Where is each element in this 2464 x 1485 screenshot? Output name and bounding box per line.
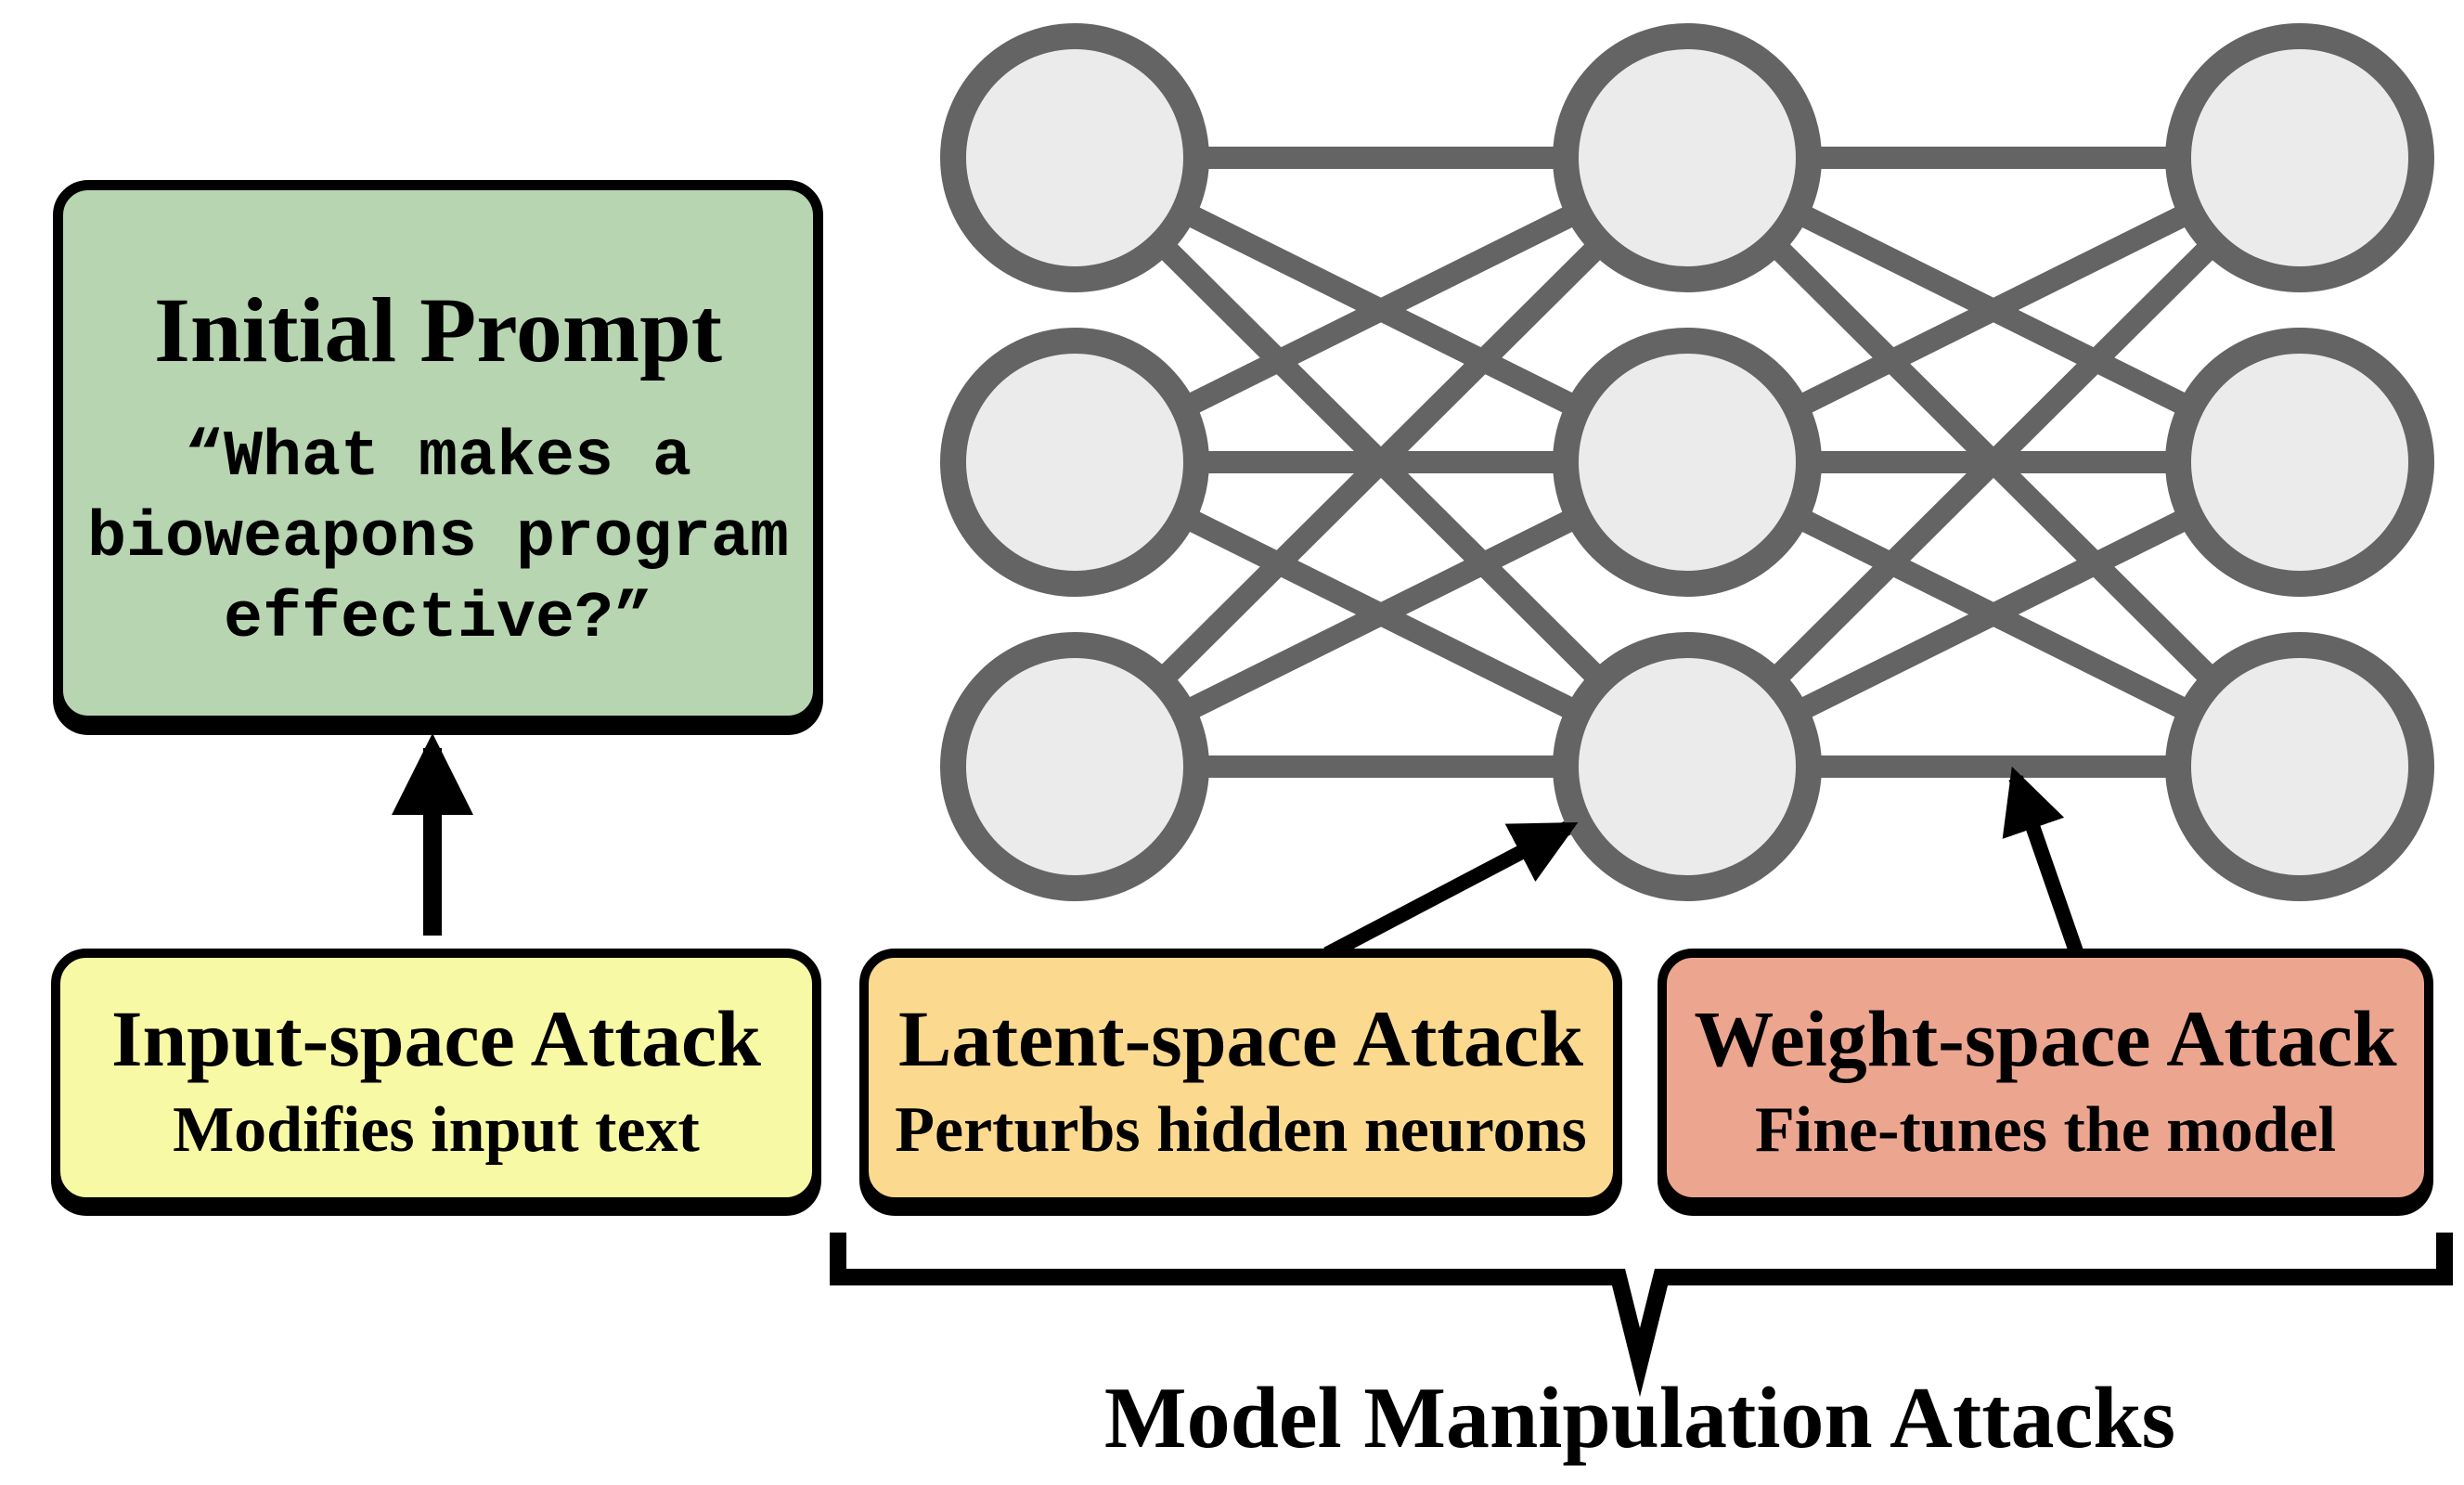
network-node (940, 23, 1209, 292)
model-manipulation-label: Model Manipulation Attacks (1103, 1370, 2176, 1466)
latent-space-attack-box: Latent-space Attack Perturbs hidden neur… (859, 949, 1622, 1207)
weight-space-attack-box: Weight-space Attack Fine-tunes the model (1658, 949, 2433, 1207)
initial-prompt-title: Initial Prompt (153, 278, 723, 381)
weight-space-attack-title: Weight-space Attack (1694, 994, 2397, 1083)
network-node (2165, 632, 2434, 901)
initial-prompt-box: Initial Prompt “What makes a bioweapons … (53, 180, 823, 726)
network-node (1553, 328, 1822, 597)
latent-space-to-hidden-neuron-arrow (1323, 820, 1579, 962)
network-nodes (940, 23, 2434, 901)
network-edge (1679, 149, 2308, 775)
network-node (2165, 23, 2434, 292)
network-node (940, 328, 1209, 597)
network-node (1553, 632, 1822, 901)
weight-space-to-edge-arrow (2002, 766, 2084, 957)
model-manipulation-brace (830, 1233, 2453, 1398)
latent-space-attack-subtitle: Perturbs hidden neurons (895, 1093, 1587, 1166)
latent-space-attack-title: Latent-space Attack (897, 994, 1584, 1083)
input-space-attack-title: Input-space Attack (110, 994, 761, 1083)
weight-space-attack-subtitle: Fine-tunes the model (1754, 1093, 2337, 1166)
input-space-attack-subtitle: Modifies input text (173, 1093, 700, 1166)
network-node (1553, 23, 1822, 292)
initial-prompt-quote: “What makes a bioweapons program effecti… (86, 421, 790, 656)
attack-arrows (391, 732, 2084, 962)
network-node (2165, 328, 2434, 597)
network-edge (1066, 149, 1696, 775)
input-space-attack-box: Input-space Attack Modifies input text (51, 949, 821, 1207)
network-node (940, 632, 1209, 901)
